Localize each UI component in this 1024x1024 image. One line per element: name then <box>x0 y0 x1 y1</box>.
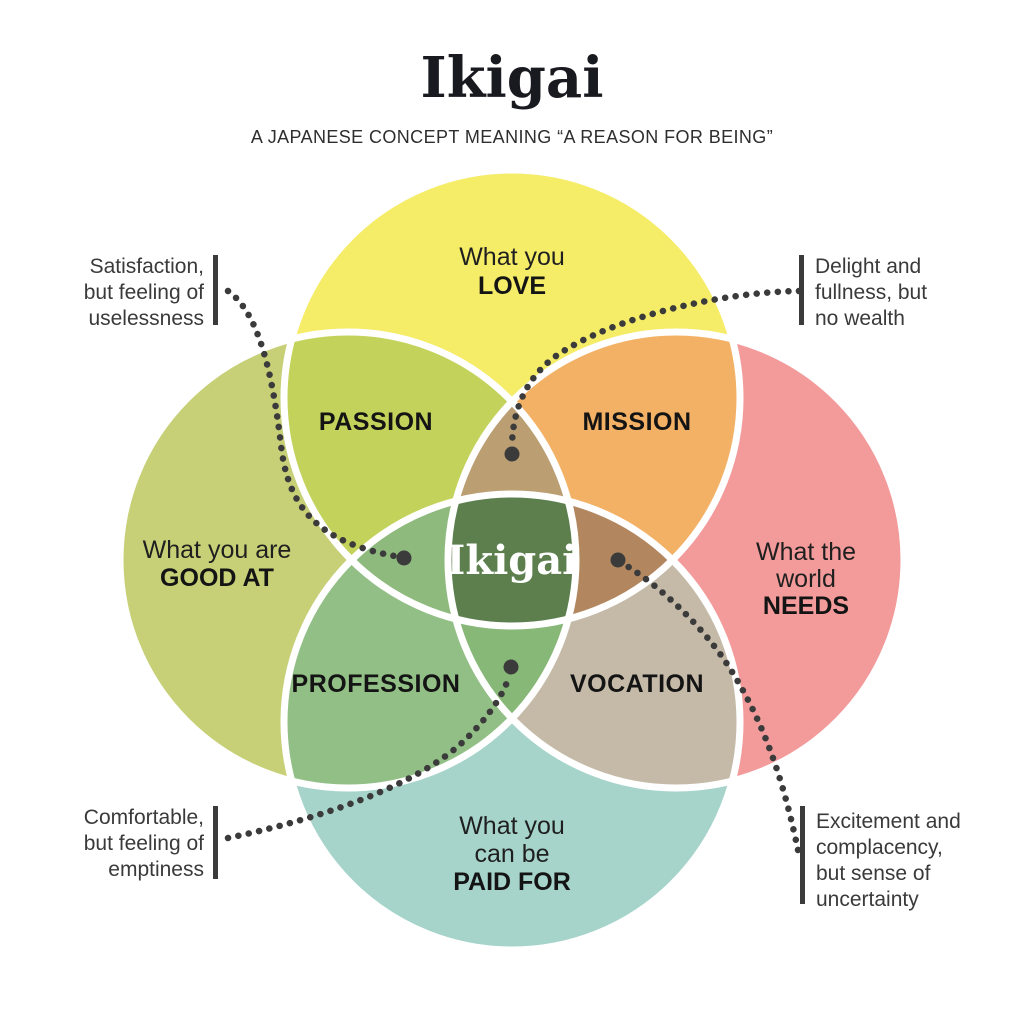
annotation-bottom-left-line3: emptiness <box>108 858 204 881</box>
annotation-bottom-left-line1: Comfortable, <box>84 806 204 829</box>
label-paid-for: What you can be PAID FOR <box>453 812 571 896</box>
dot-petal-right <box>610 552 626 568</box>
label-good-at-line1: What you are <box>143 536 292 564</box>
annotation-bottom-right: Excitement and complacency, but sense of… <box>816 810 961 911</box>
annotation-top-right-line2: fullness, but <box>815 281 927 304</box>
annotation-bar-bottom-right <box>800 806 805 904</box>
dotted-trail-top-left <box>224 287 404 561</box>
annotation-top-right: Delight and fullness, but no wealth <box>815 255 927 330</box>
label-needs-line3: NEEDS <box>763 592 849 620</box>
label-good-at: What you are GOOD AT <box>143 536 292 592</box>
annotation-bottom-left: Comfortable, but feeling of emptiness <box>84 806 204 881</box>
label-vocation: VOCATION <box>570 670 704 698</box>
label-needs: What the world NEEDS <box>756 538 856 620</box>
label-passion: PASSION <box>319 408 433 436</box>
label-ikigai-center: Ikigai <box>447 537 578 584</box>
label-love: What you LOVE <box>459 243 565 300</box>
outline-paid-for-circle <box>280 490 744 954</box>
annotation-top-right-line3: no wealth <box>815 307 905 330</box>
label-love-line1: What you <box>459 243 565 271</box>
label-love-line2: LOVE <box>478 272 546 300</box>
annotation-bottom-right-line1: Excitement and <box>816 810 961 833</box>
label-paid-for-line1: What you <box>459 812 565 840</box>
dot-petal-top <box>504 446 520 462</box>
annotation-bottom-left-line2: but feeling of <box>84 832 204 855</box>
dotted-trail-bottom-left <box>224 672 513 842</box>
label-needs-line1: What the <box>756 538 856 566</box>
outline-needs-circle <box>444 328 908 792</box>
annotation-top-left-line1: Satisfaction, <box>90 255 204 278</box>
label-paid-for-line2: can be <box>474 840 549 868</box>
dotted-trail-bottom-right <box>623 562 802 854</box>
label-good-at-line2: GOOD AT <box>160 564 274 592</box>
annotation-top-left: Satisfaction, but feeling of uselessness <box>84 255 204 330</box>
label-needs-line2: world <box>775 565 836 593</box>
dotted-trail-top-right <box>508 287 803 448</box>
annotation-bottom-right-line3: but sense of <box>816 862 931 885</box>
label-mission: MISSION <box>582 408 691 436</box>
page-title: Ikigai <box>421 45 604 111</box>
annotation-bar-top-left <box>213 255 218 325</box>
annotation-top-left-line2: but feeling of <box>84 281 204 304</box>
dot-petal-left <box>396 550 412 566</box>
annotation-top-left-line3: uselessness <box>88 307 204 330</box>
annotation-top-right-line1: Delight and <box>815 255 921 278</box>
page-subtitle: A JAPANESE CONCEPT MEANING “A REASON FOR… <box>251 127 773 147</box>
dot-petal-bottom <box>503 659 519 675</box>
annotation-bar-bottom-left <box>213 806 218 879</box>
label-paid-for-line3: PAID FOR <box>453 868 571 896</box>
annotation-bottom-right-line4: uncertainty <box>816 888 919 911</box>
label-profession: PROFESSION <box>292 670 461 698</box>
outline-love-circle <box>280 166 744 630</box>
annotation-bottom-right-line2: complacency, <box>816 836 943 859</box>
outline-good-at-circle <box>116 328 580 792</box>
annotation-bar-top-right <box>799 255 804 325</box>
